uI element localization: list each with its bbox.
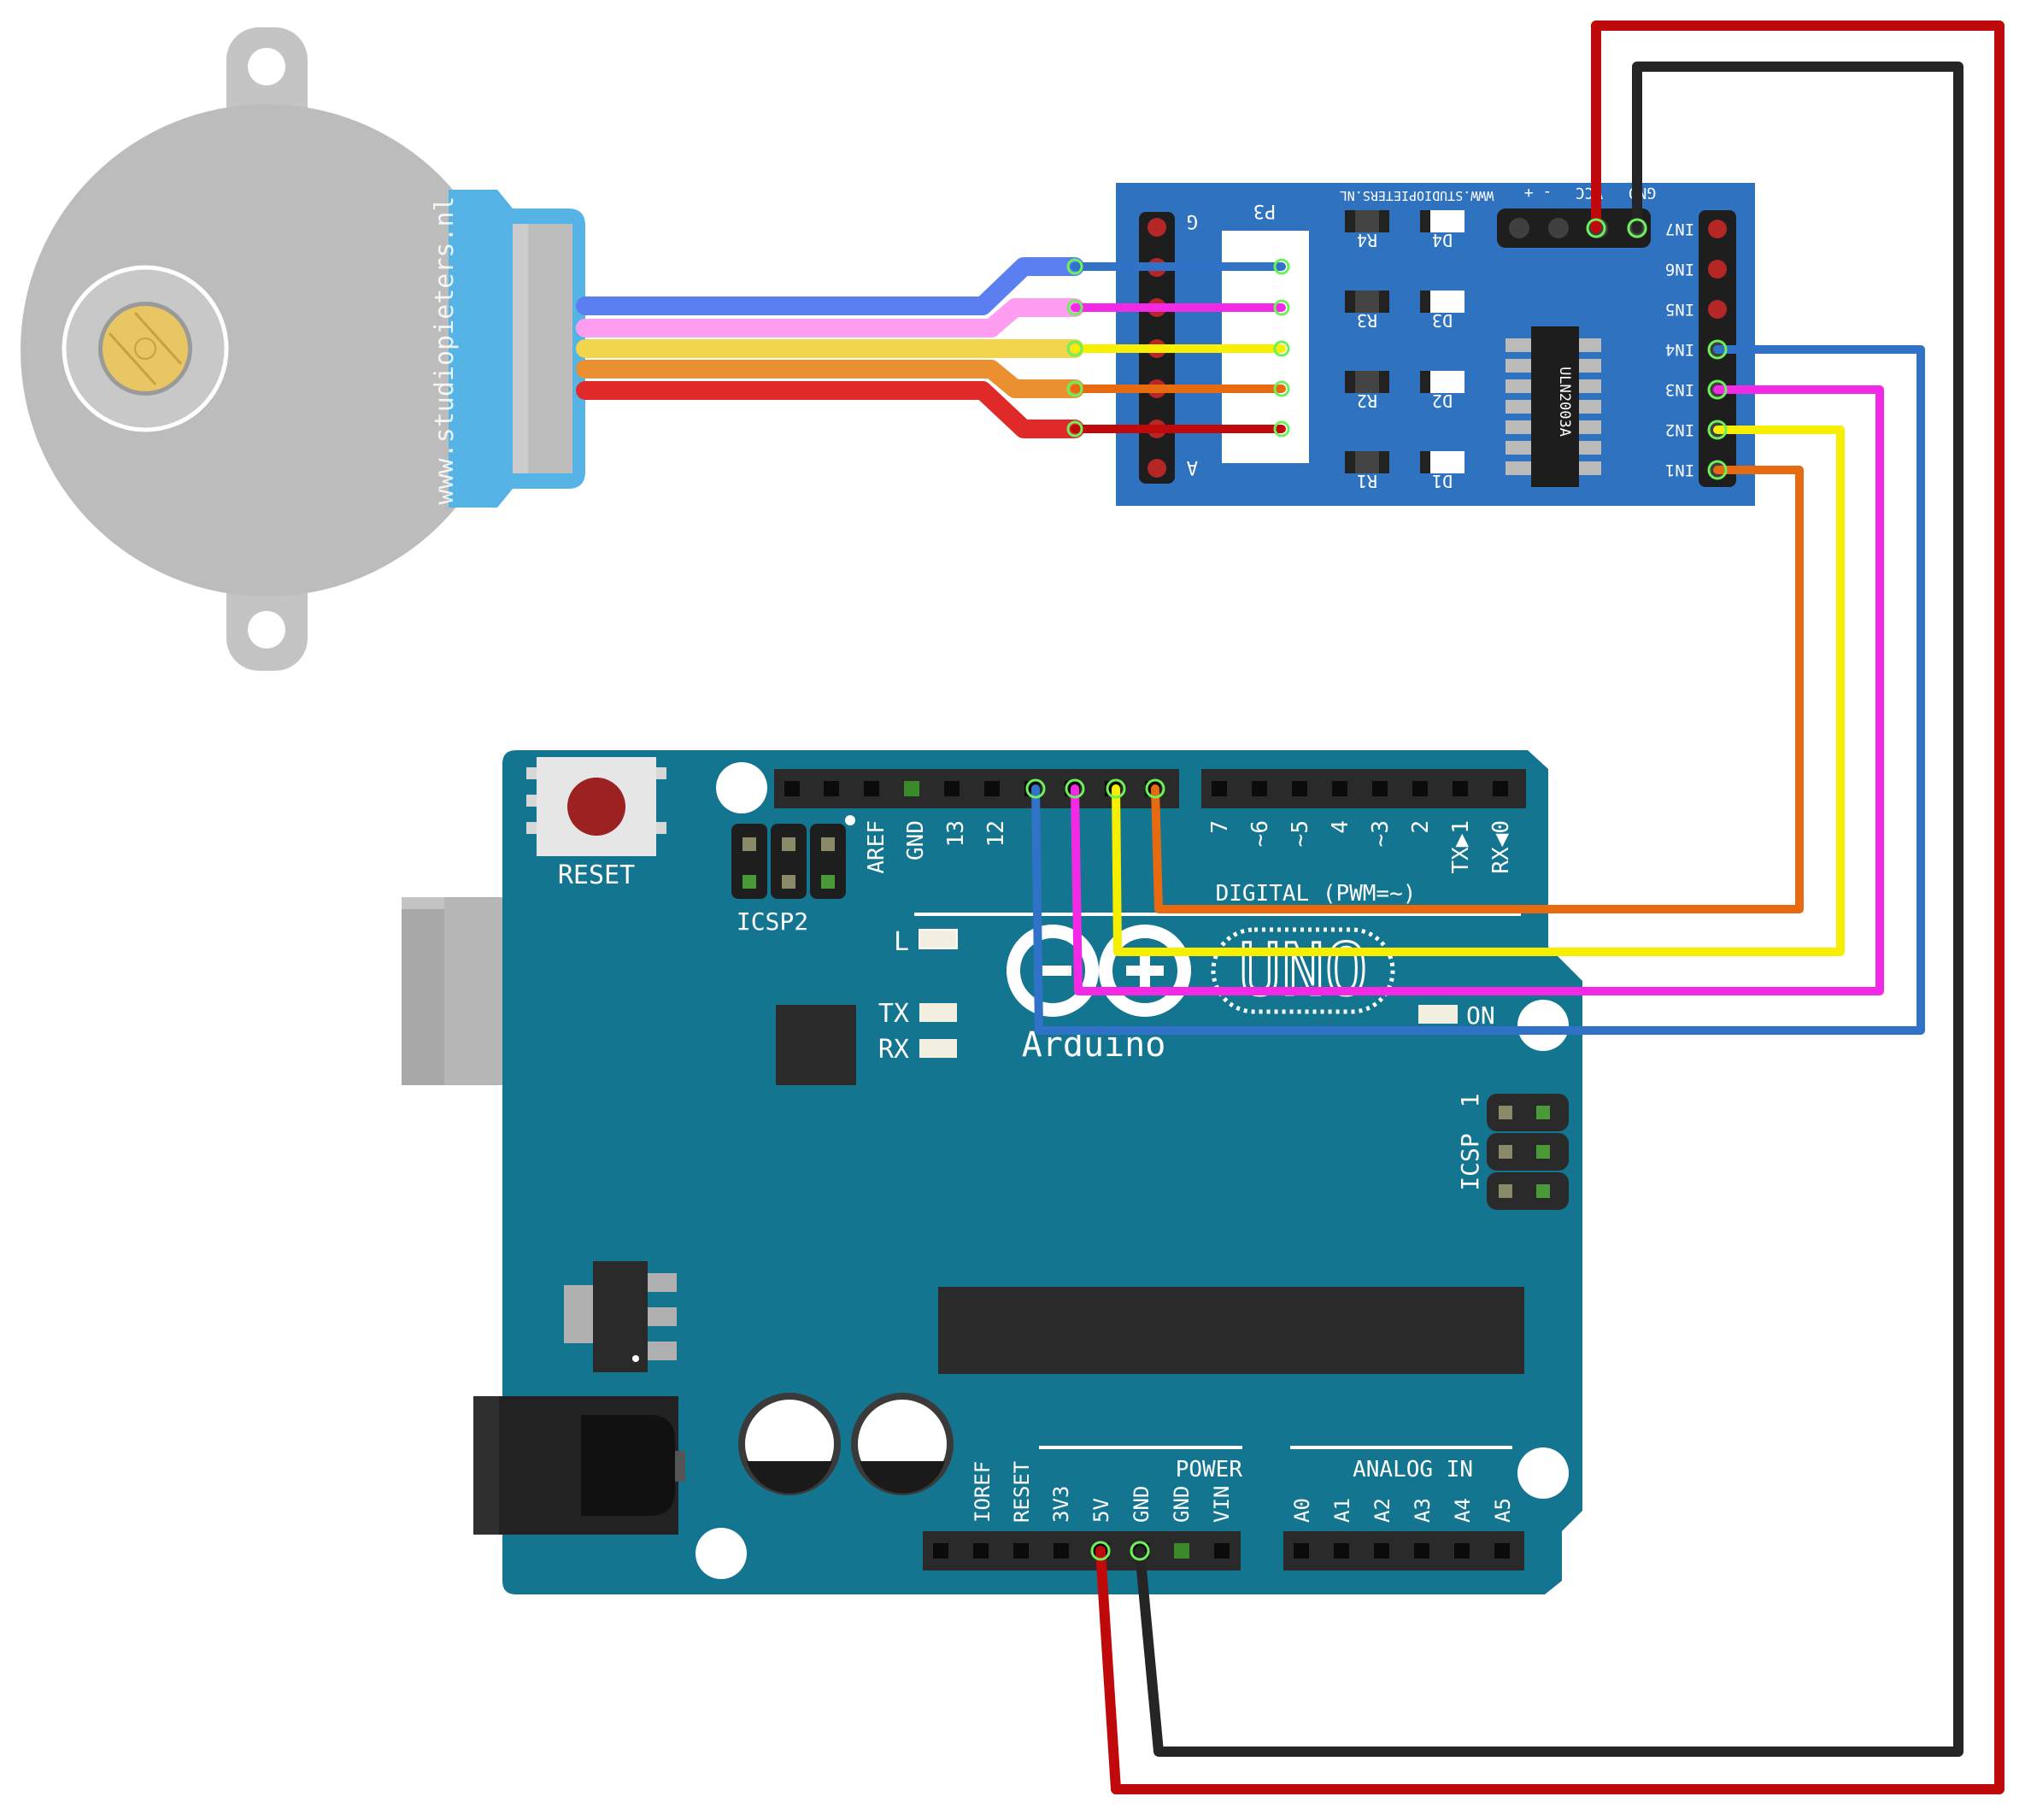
pin-label-a4: A4 (1451, 1498, 1475, 1523)
icsp2-label: ICSP2 (737, 907, 808, 936)
analog-in-label: ANALOG IN (1353, 1457, 1473, 1482)
capacitor-2 (851, 1393, 954, 1495)
motor-ribbon-wires (576, 257, 1084, 438)
driver-label-in7: IN7 (1665, 220, 1694, 238)
pin-label-2: 2 (1408, 820, 1434, 834)
reset-button[interactable] (526, 757, 666, 856)
driver-site-text: WWW.STUDIOPIETERS.NL (1340, 188, 1494, 203)
pin-label-aref: AREF (864, 820, 889, 874)
wire-in4-blue (1031, 345, 1925, 1035)
pin-label-6: ~6 (1247, 820, 1273, 847)
power-header (923, 1531, 1241, 1570)
pin-label-5: ~5 (1288, 820, 1313, 847)
pin-label-a2: A2 (1371, 1498, 1394, 1523)
reset-label: RESET (558, 860, 635, 890)
analog-header (1283, 1531, 1524, 1570)
pin-label-gnd-top: GND (903, 820, 929, 860)
driver-connector-wires (1066, 258, 1290, 437)
icsp2-header (731, 815, 855, 899)
voltage-regulator (564, 1261, 677, 1372)
driver-leds (1420, 210, 1464, 473)
driver-label-in4: IN4 (1665, 340, 1694, 359)
motor-brand-text: www.studiopieters.nl (430, 196, 460, 504)
power-label: POWER (1176, 1457, 1243, 1482)
led-rx-label: RX (878, 1035, 909, 1065)
arduino-uno-board: RESET ICSP2 (402, 750, 1582, 1594)
led-on (1418, 1005, 1458, 1024)
icsp-label: ICSP (1456, 1133, 1484, 1190)
driver-led-d4: D4 (1432, 230, 1453, 250)
capacitor-1 (738, 1393, 841, 1495)
driver-resistor-r2: R2 (1357, 390, 1377, 411)
led-tx (919, 1003, 957, 1022)
driver-label-a: A (1187, 456, 1198, 478)
driver-label-in2: IN2 (1665, 420, 1694, 439)
driver-label-in5: IN5 (1665, 300, 1694, 319)
driver-header-p3: P3 (1253, 200, 1277, 221)
led-on-label: ON (1466, 1001, 1495, 1030)
led-rx (919, 1039, 957, 1058)
led-l (919, 929, 958, 949)
icsp-header (1487, 1094, 1569, 1210)
dc-power-jack (473, 1396, 685, 1535)
led-l-label: L (894, 927, 909, 957)
pin-label-a3: A3 (1411, 1498, 1435, 1523)
driver-label-in3: IN3 (1665, 380, 1694, 399)
driver-led-d3: D3 (1432, 310, 1453, 331)
pin-label-gnd-1: GND (1130, 1486, 1153, 1523)
motor-wire-red (576, 381, 1084, 438)
pin-label-a1: A1 (1330, 1498, 1354, 1523)
pin-label-13: 13 (943, 820, 969, 847)
icsp-pin1-label: 1 (1456, 1094, 1484, 1108)
driver-resistor-r4: R4 (1357, 230, 1377, 250)
wire-in2-yellow (1112, 426, 1845, 956)
led-tx-label: TX (878, 999, 909, 1029)
pin-label-3: ~3 (1368, 820, 1394, 847)
pin-label-5v: 5V (1089, 1498, 1113, 1523)
arduino-logo: UNO (1007, 925, 1395, 1017)
pin-label-4: 4 (1328, 820, 1353, 834)
connection-wires (1025, 21, 2004, 1794)
pin-label-rx0: RX◀0 (1488, 820, 1514, 874)
stepper-motor: www.studiopieters.nl (21, 27, 585, 671)
motor-wire-orange (576, 360, 1084, 398)
uno-text: UNO (1238, 928, 1368, 1012)
pin-label-12: 12 (983, 820, 1009, 847)
pin-label-a5: A5 (1491, 1498, 1515, 1523)
wire-5v-red (1095, 21, 2004, 1794)
pin-label-tx1: TX▶1 (1448, 820, 1474, 874)
driver-led-d1: D1 (1432, 471, 1453, 491)
pin-label-vin: VIN (1210, 1486, 1234, 1523)
driver-resistor-r1: R1 (1357, 471, 1377, 491)
driver-resistors (1345, 210, 1389, 473)
driver-led-d2: D2 (1432, 390, 1453, 411)
pin-label-ioref: IOREF (971, 1461, 995, 1523)
wire-gnd-black (1135, 62, 1963, 1757)
pin-label-3v3: 3V3 (1049, 1486, 1073, 1523)
driver-resistor-r3: R3 (1357, 310, 1377, 331)
pin-label-a0: A0 (1290, 1498, 1314, 1523)
wire-in1-orange (1151, 466, 1804, 913)
motor-wire-pink (576, 298, 1084, 338)
uln2003-chip: ULN2003A (1506, 326, 1601, 487)
driver-label-in6: IN6 (1665, 260, 1694, 279)
motor-wire-blue (576, 257, 1084, 315)
digital-label: DIGITAL (PWM=~) (1216, 881, 1417, 907)
pin-label-reset: RESET (1010, 1461, 1034, 1523)
driver-power-header (1497, 208, 1651, 248)
pin-label-7: 7 (1207, 820, 1233, 834)
driver-label-minus-plus: - + (1524, 184, 1552, 202)
wire-in3-magenta (1071, 385, 1884, 995)
driver-label-in1: IN1 (1665, 461, 1694, 479)
usb-chip (776, 1005, 856, 1085)
chip-text: ULN2003A (1556, 367, 1573, 437)
pin-label-gnd-2: GND (1170, 1486, 1194, 1523)
driver-label-g: G (1187, 210, 1198, 232)
atmega-chip (938, 1287, 1524, 1374)
digital-header-right (1201, 769, 1526, 808)
